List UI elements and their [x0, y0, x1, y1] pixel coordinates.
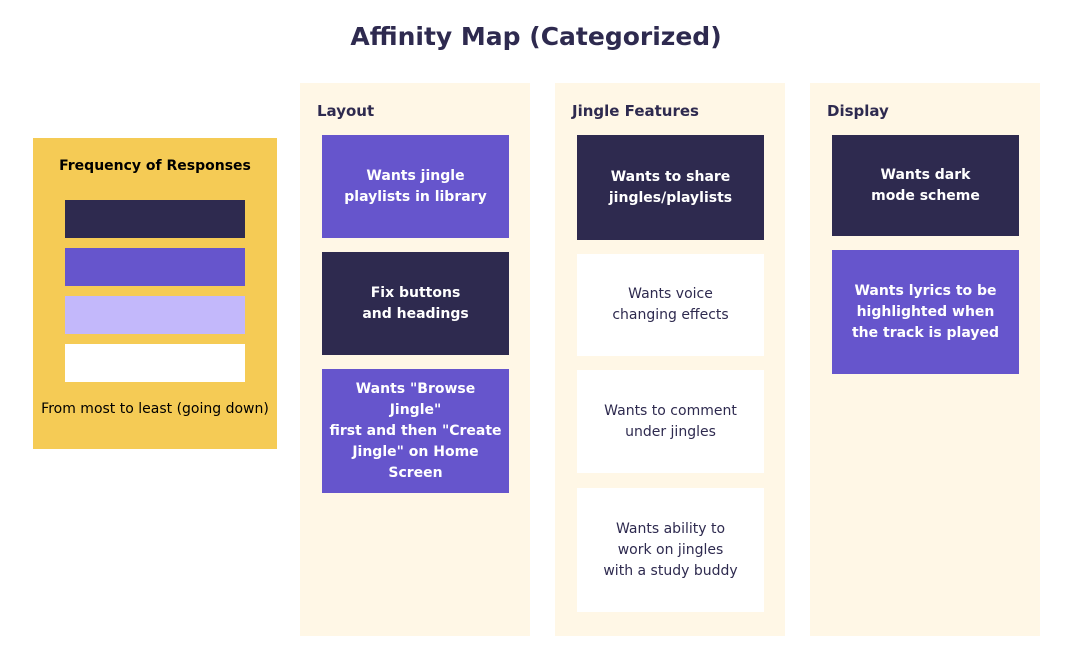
legend-title: Frequency of Responses: [59, 158, 251, 174]
sticky-note[interactable]: Wants ability to work on jingles with a …: [577, 488, 764, 612]
sticky-note[interactable]: Wants dark mode scheme: [832, 135, 1019, 236]
legend-swatch-second: [65, 248, 245, 286]
legend-swatch-most: [65, 200, 245, 238]
legend-note: From most to least (going down): [41, 401, 269, 417]
column-layout: Layout Wants jingle playlists in library…: [300, 83, 530, 636]
sticky-note[interactable]: Wants jingle playlists in library: [322, 135, 509, 238]
column-title: Jingle Features: [572, 102, 699, 120]
sticky-note[interactable]: Wants voice changing effects: [577, 254, 764, 356]
column-jingle-features: Jingle Features Wants to share jingles/p…: [555, 83, 785, 636]
sticky-note[interactable]: Wants "Browse Jingle" first and then "Cr…: [322, 369, 509, 493]
column-display: Display Wants dark mode scheme Wants lyr…: [810, 83, 1040, 636]
sticky-note[interactable]: Wants to comment under jingles: [577, 370, 764, 473]
page-title: Affinity Map (Categorized): [350, 22, 722, 51]
sticky-note[interactable]: Wants lyrics to be highlighted when the …: [832, 250, 1019, 374]
legend-swatch-third: [65, 296, 245, 334]
column-title: Display: [827, 102, 889, 120]
sticky-note[interactable]: Fix buttons and headings: [322, 252, 509, 355]
sticky-note[interactable]: Wants to share jingles/playlists: [577, 135, 764, 240]
legend-swatch-least: [65, 344, 245, 382]
column-title: Layout: [317, 102, 375, 120]
frequency-legend: Frequency of Responses From most to leas…: [33, 138, 277, 449]
